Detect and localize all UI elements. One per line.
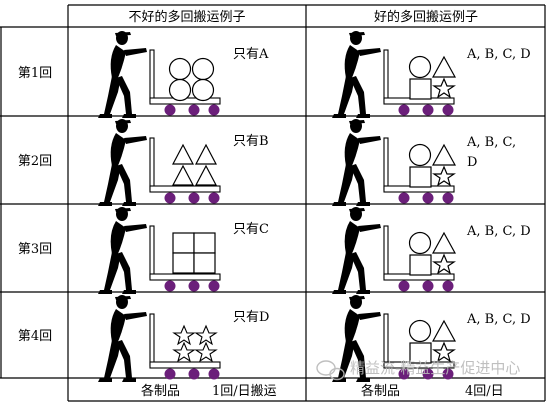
row-2-good-text-line-2: D	[467, 155, 477, 170]
mixed-load-icon	[408, 231, 457, 276]
footer-bad-right: 1回/日搬运	[212, 384, 277, 399]
row-3-bad-illustration	[98, 207, 221, 294]
watermark: 精益流-精益生产促进中心	[316, 359, 520, 381]
mixed-load-icon	[408, 319, 457, 364]
row-2-label: 第2回	[18, 154, 52, 169]
row-1-good-illustration	[332, 31, 457, 118]
star-load-icon	[172, 324, 218, 363]
row-3-label: 第3回	[18, 242, 52, 257]
circle-load-icon	[168, 57, 215, 102]
row-2-bad-text: 只有B	[233, 134, 269, 149]
table-grid	[0, 4, 546, 402]
row-1-bad-illustration	[98, 31, 221, 118]
bad-example-header: 不好的多回搬运例子	[128, 9, 245, 25]
square-load-icon	[172, 232, 216, 274]
row-4-label: 第4回	[18, 329, 52, 344]
watermark-text: 精益流-精益生产促进中心	[350, 359, 520, 377]
mixed-load-icon	[408, 143, 457, 188]
row-1-bad-text: 只有A	[233, 47, 269, 62]
footer-good-left: 各制品	[361, 383, 400, 399]
row-3-bad-text: 只有C	[233, 222, 269, 237]
footer-bad-left: 各制品	[141, 383, 180, 399]
row-1-label: 第1回	[18, 66, 52, 81]
row-2-bad-illustration	[98, 119, 221, 206]
row-2-good-text-line-1: A, B, C,	[466, 135, 516, 150]
mixed-load-icon	[408, 55, 457, 100]
row-3-good-text: A, B, C, D	[466, 224, 531, 239]
footer-good-right: 4回/日	[465, 384, 504, 399]
row-4-bad-text: 只有D	[233, 310, 269, 325]
triangle-load-icon	[172, 143, 217, 186]
row-2-good-illustration	[332, 119, 457, 206]
row-4-good-text: A, B, C, D	[466, 312, 531, 327]
good-example-header: 好的多回搬运例子	[374, 9, 478, 25]
row-3-good-illustration	[332, 207, 457, 294]
row-4-good-illustration	[332, 295, 457, 382]
row-1-good-text: A, B, C, D	[466, 47, 531, 62]
wechat-icon	[316, 360, 345, 381]
row-4-bad-illustration	[98, 295, 221, 382]
